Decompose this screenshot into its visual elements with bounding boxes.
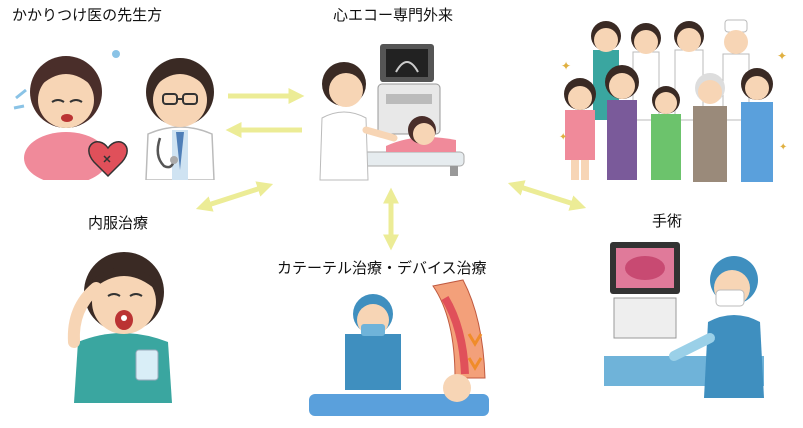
label-catheter: カテーテル治療・デバイス治療 xyxy=(277,259,487,277)
family-doctor-illustration xyxy=(13,50,215,180)
svg-text:✦: ✦ xyxy=(559,132,567,143)
catheter-illustration xyxy=(309,279,489,416)
echo-clinic-illustration xyxy=(319,44,465,181)
svg-text:✦: ✦ xyxy=(777,49,787,63)
label-surgery: 手術 xyxy=(652,212,683,230)
arrow-echo-surgery xyxy=(507,180,587,211)
oral-medication-illustration xyxy=(67,252,172,403)
label-oral-medication: 内服治療 xyxy=(88,214,149,232)
people-crowd-illustration: ✦ ✦ ✦ ✦ xyxy=(559,19,787,182)
surgery-illustration xyxy=(604,242,764,398)
arrow-echo-oral xyxy=(195,181,274,212)
label-family-doctor: かかりつけ医の先生方 xyxy=(12,6,163,24)
svg-text:✦: ✦ xyxy=(561,59,571,73)
svg-text:✦: ✦ xyxy=(779,142,787,153)
label-echo-clinic: 心エコー専門外来 xyxy=(333,6,454,24)
